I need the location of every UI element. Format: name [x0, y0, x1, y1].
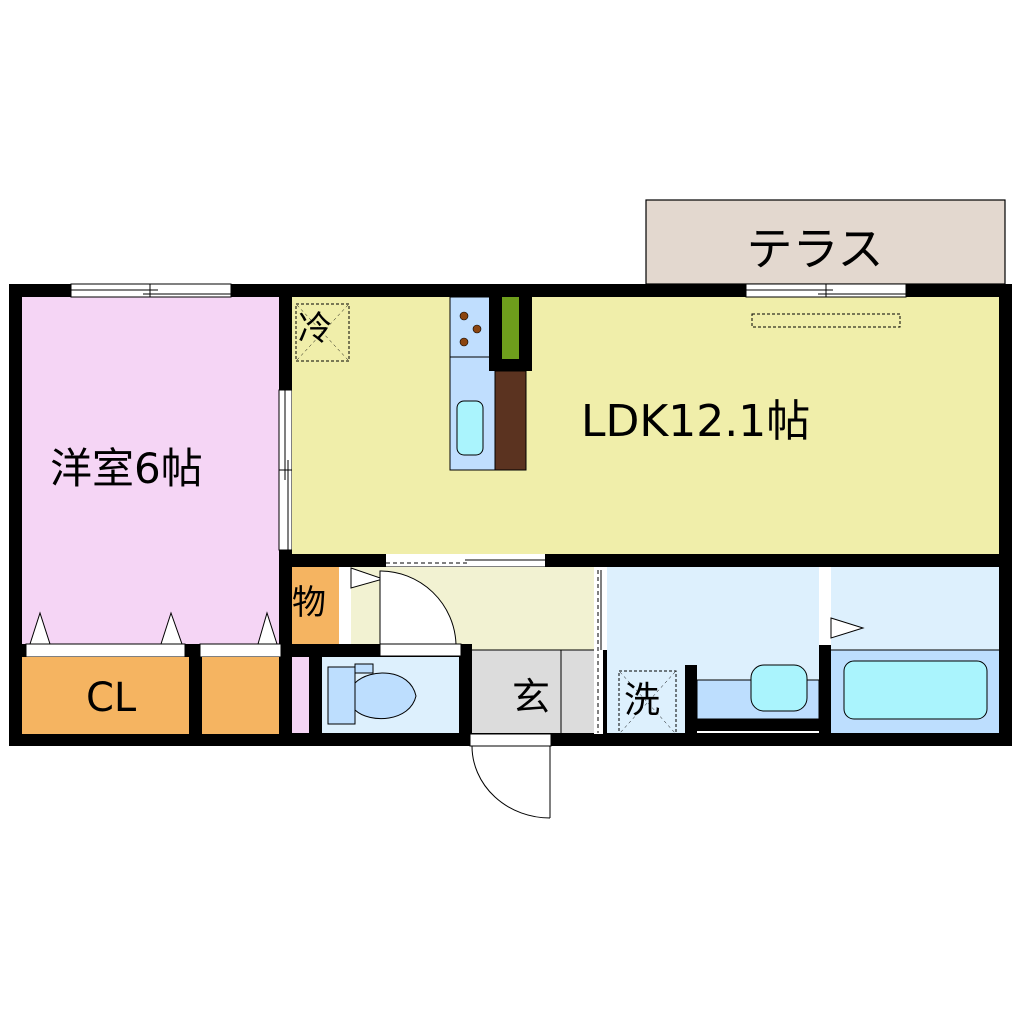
ldk-label: LDK12.1帖 — [581, 396, 811, 447]
bath-wall — [819, 645, 831, 734]
bedroom-label: 洋室6帖 — [50, 444, 203, 493]
washer-cross — [619, 671, 676, 734]
washroom-label: 洗 — [624, 680, 661, 721]
closet-label: CL — [86, 675, 137, 721]
storage-door-marker — [350, 567, 385, 589]
entrance-door-strip — [469, 733, 552, 747]
terrace-label: テラス — [746, 222, 884, 276]
burner-icon — [472, 324, 482, 334]
bathtub — [843, 660, 988, 720]
toilet-door-swing — [379, 570, 457, 645]
door-jamb — [603, 650, 607, 734]
air-conditioner-outline — [751, 313, 901, 328]
kitchen-green-panel — [502, 297, 519, 359]
closet-door-marker-2 — [160, 611, 183, 645]
closet-door-strip-right — [199, 643, 282, 658]
closet-door-marker-3 — [257, 611, 278, 645]
closet-door-strip-left — [25, 643, 186, 658]
toilet-tank — [327, 666, 356, 725]
bath-door-marker — [830, 617, 865, 639]
closet-left — [22, 657, 189, 734]
entrance-door-swing — [471, 745, 551, 819]
storage-closet — [292, 567, 339, 644]
burner-icon — [459, 311, 469, 321]
toilet-door-strip — [379, 643, 462, 657]
storage-label: 物 — [292, 583, 326, 623]
toilet-bowl — [354, 672, 417, 720]
bedroom-floor — [22, 297, 279, 644]
fridge-label: 冷 — [298, 309, 332, 349]
vanity-basin — [750, 664, 808, 712]
kitchen-bar-counter — [494, 370, 527, 471]
entrance-label: 玄 — [512, 675, 551, 719]
entrance-floor — [472, 650, 594, 733]
ldk-floor — [292, 297, 999, 554]
fridge-cross — [296, 304, 349, 361]
washer-cross — [619, 671, 676, 734]
toilet-lid-box — [354, 663, 374, 674]
closet-door-marker-1 — [29, 611, 51, 645]
bath-floor — [831, 567, 999, 650]
vanity-base-line — [697, 731, 819, 733]
bedroom-strip — [292, 657, 309, 733]
bath-door-strip — [819, 567, 831, 645]
storage-door-strip — [339, 567, 351, 644]
fridge-space-outline — [295, 303, 350, 362]
closet-right — [202, 657, 279, 734]
vanity-base — [697, 719, 819, 731]
kitchen-sink — [456, 400, 484, 456]
burner-icon — [459, 337, 469, 347]
vanity-side-wall — [685, 665, 697, 734]
terrace-area — [645, 199, 1006, 285]
